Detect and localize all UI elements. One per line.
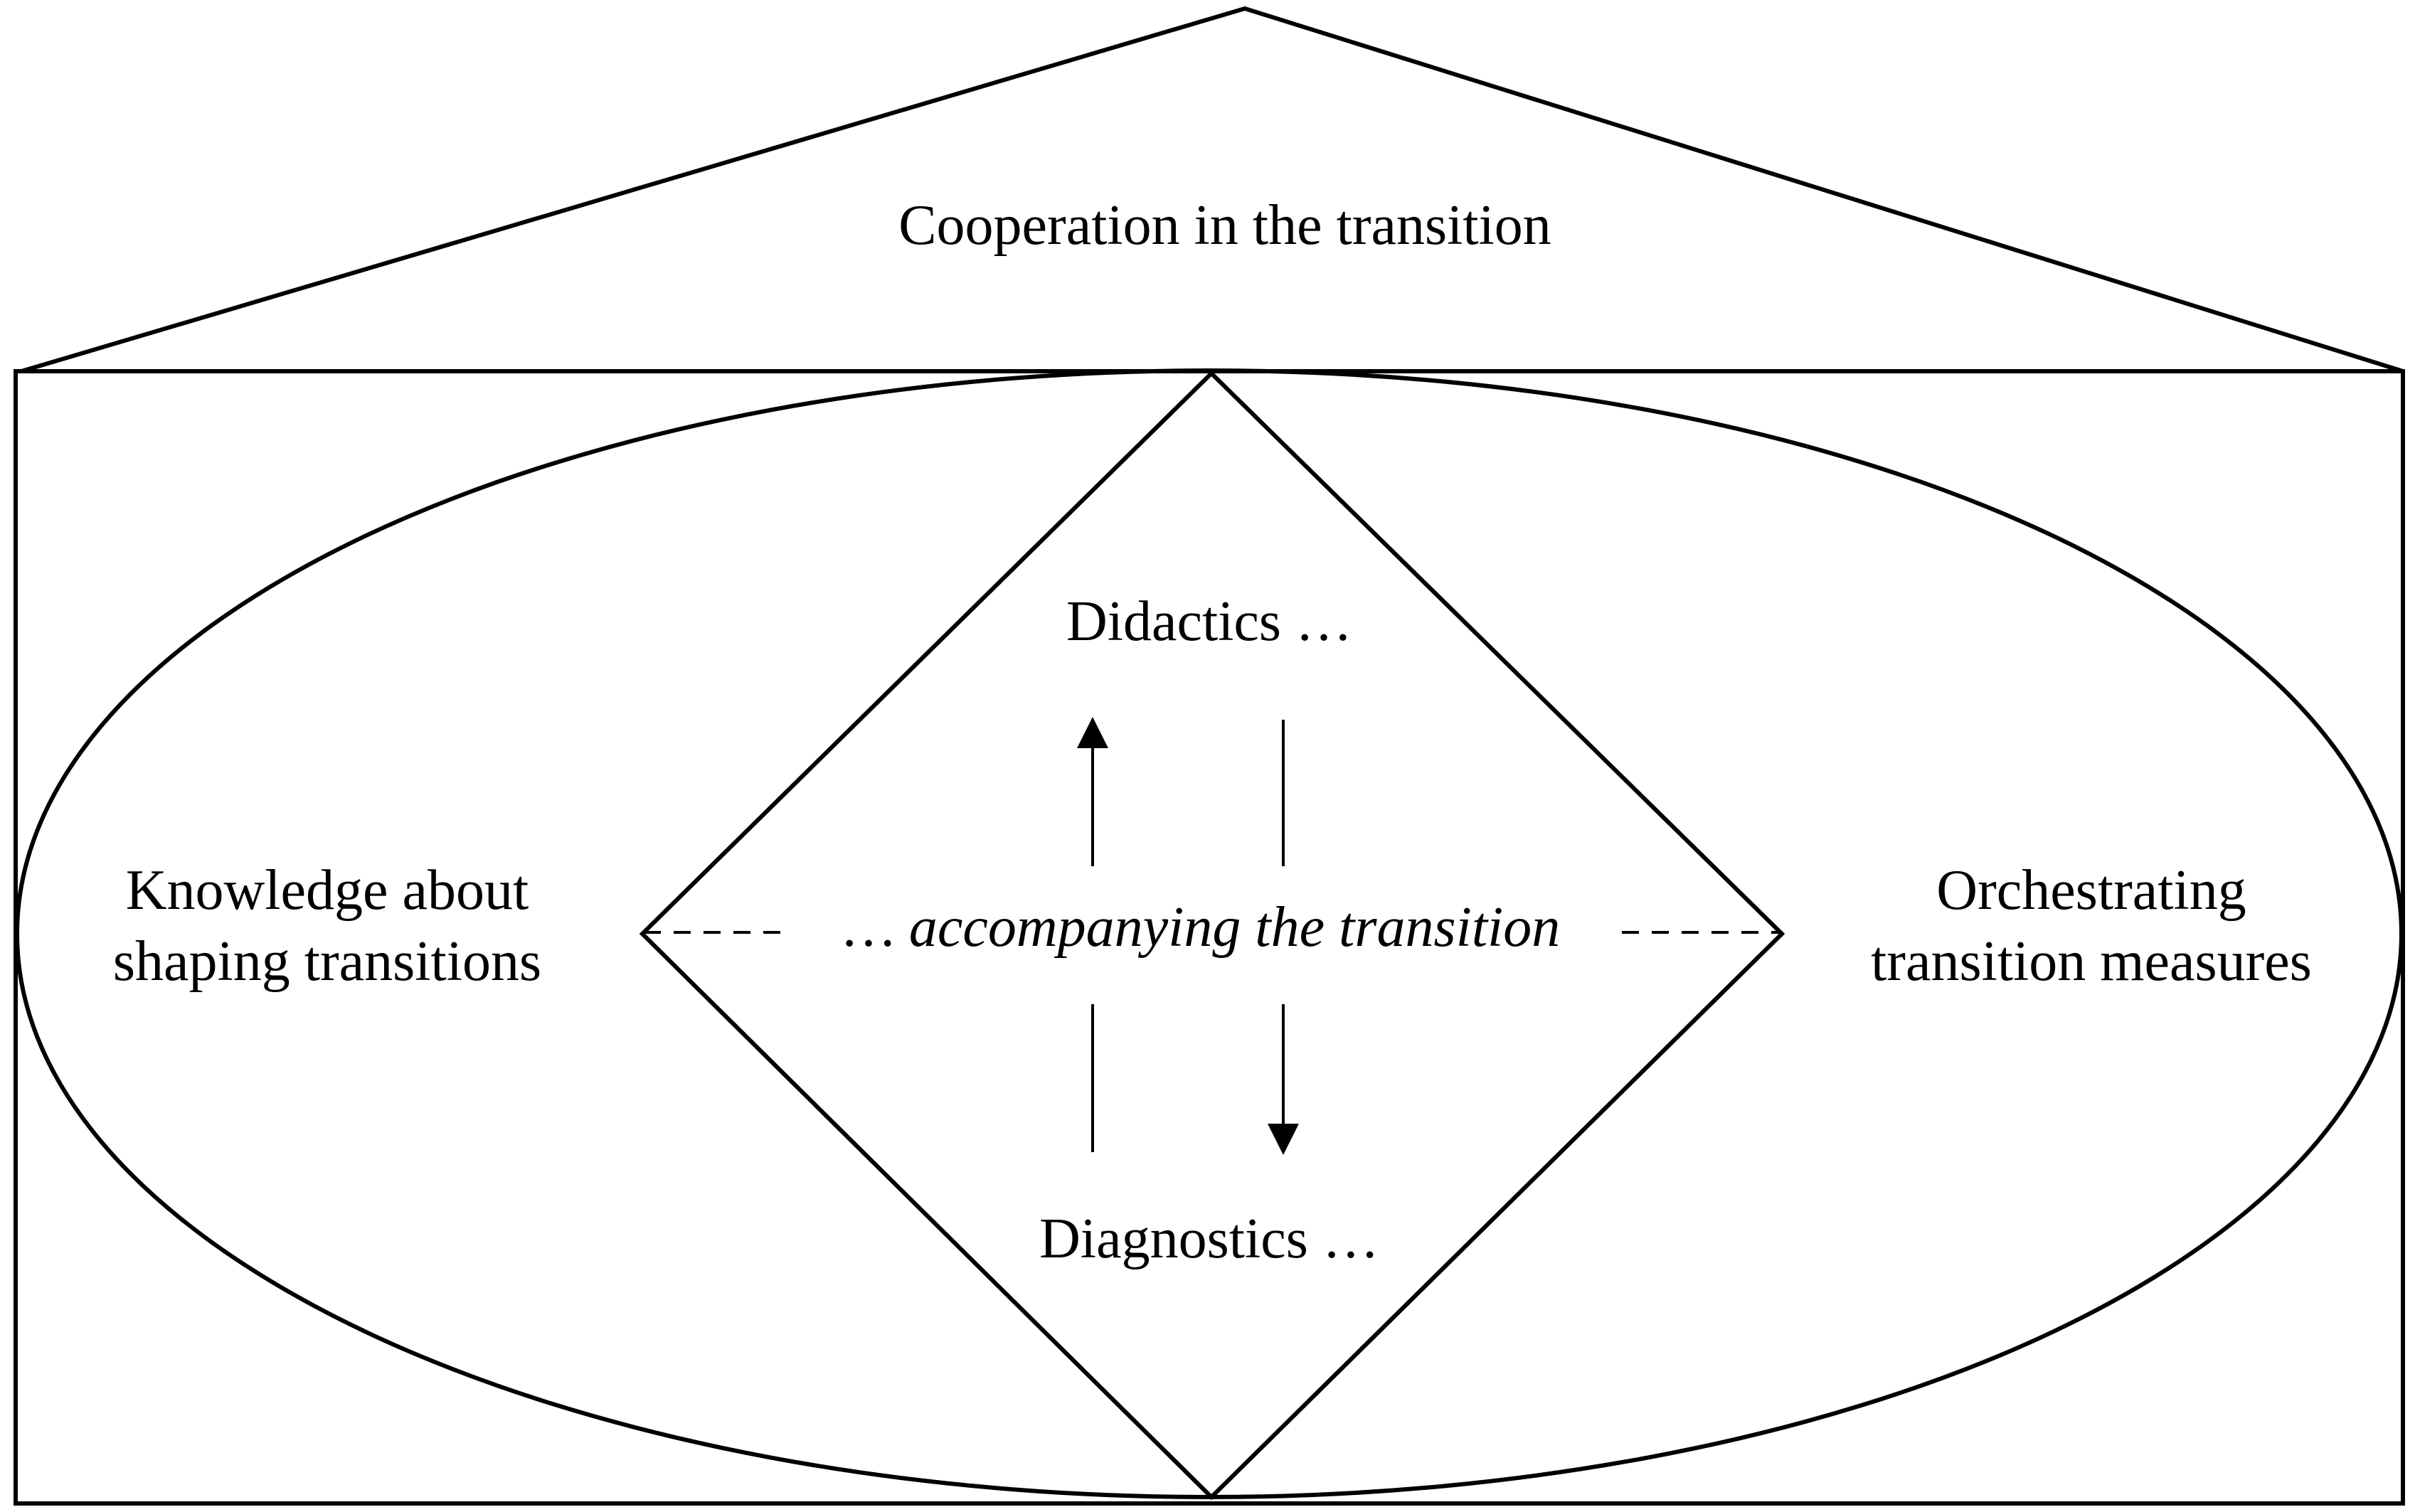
up-arrow-head <box>1077 717 1108 748</box>
right-label-line2: transition measures <box>1871 930 2312 993</box>
didactics-label: Didactics … <box>1066 590 1352 653</box>
left-label-line1: Knowledge about <box>126 859 529 922</box>
right-label-line1: Orchestrating <box>1936 859 2246 922</box>
left-label-line2: shaping transitions <box>113 930 541 993</box>
diagnostics-label: Diagnostics … <box>1039 1208 1379 1270</box>
central-diamond <box>639 370 1785 1501</box>
roof-triangle <box>21 6 2404 373</box>
down-arrow-head <box>1268 1124 1299 1155</box>
accompanying-label: … accompanying the transition <box>844 896 1561 959</box>
roof-label: Cooperation in the transition <box>898 194 1551 257</box>
